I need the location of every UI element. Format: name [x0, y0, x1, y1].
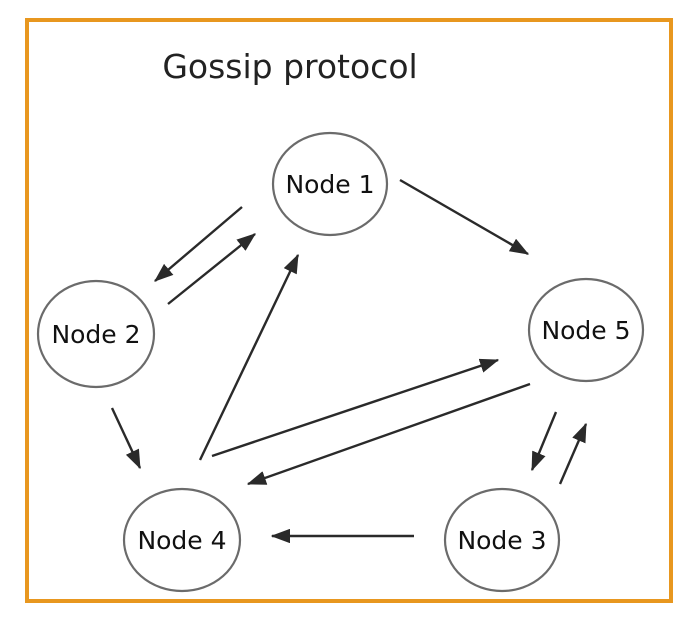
arrow-node2-to-node4 — [110, 407, 142, 470]
node-circle — [443, 487, 561, 593]
node-label: Node 5 — [541, 316, 630, 345]
arrow-node4-to-node1 — [198, 253, 300, 461]
arrow-node2-to-node1 — [167, 233, 256, 305]
node-label: Node 2 — [51, 320, 140, 349]
node-circle — [122, 487, 242, 593]
diagram-title: Gossip protocol — [162, 47, 417, 86]
arrow-node1-to-node5 — [399, 178, 530, 256]
node-label: Node 4 — [137, 526, 226, 555]
node-2: Node 2 — [36, 279, 156, 389]
arrow-node4-to-node5 — [211, 358, 500, 458]
edges-layer — [110, 178, 588, 544]
node-circle — [271, 131, 389, 237]
node-circle — [527, 277, 645, 383]
node-1: Node 1 — [271, 131, 389, 237]
nodes-layer: Node 1 Node 2 Node 3 Node 4 Node 5 — [36, 131, 645, 593]
node-5: Node 5 — [527, 277, 645, 383]
diagram-frame — [25, 18, 673, 603]
arrow-node3-to-node5 — [558, 422, 588, 485]
node-3: Node 3 — [443, 487, 561, 593]
node-circle — [36, 279, 156, 389]
arrow-node5-to-node3 — [530, 411, 558, 472]
node-label: Node 3 — [457, 526, 546, 555]
arrow-node1-to-node2 — [154, 206, 243, 282]
node-4: Node 4 — [122, 487, 242, 593]
arrow-node5-to-node4 — [246, 382, 531, 486]
node-label: Node 1 — [285, 170, 374, 199]
